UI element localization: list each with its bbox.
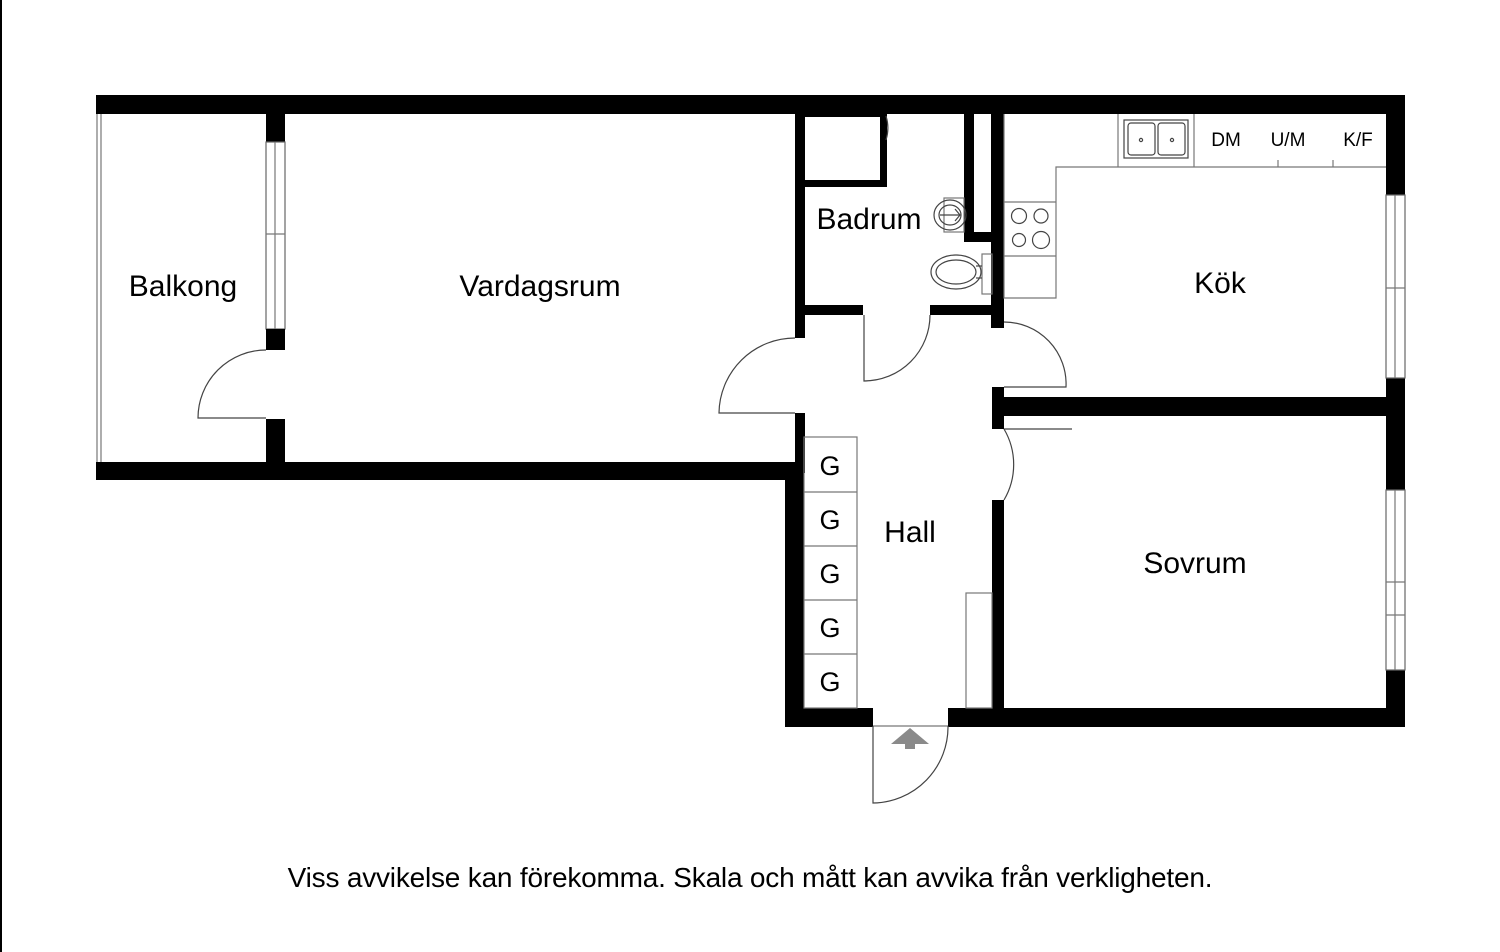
appliance-label-oven-microwave: U/M (1271, 130, 1306, 151)
room-label-balkong: Balkong (129, 270, 237, 303)
entrance-arrow-icon (891, 728, 929, 749)
kitchen-bedroom-wall (992, 397, 1405, 416)
toilet-icon (930, 253, 993, 295)
room-label-vardagsrum: Vardagsrum (459, 270, 620, 303)
wardrobe-label: G (819, 505, 840, 535)
living-room-walls (718, 114, 805, 414)
room-label-kok: Kök (1194, 267, 1247, 300)
wardrobe-label: G (819, 451, 840, 481)
wardrobe-label: G (819, 667, 840, 697)
entrance-door (872, 725, 949, 804)
bedroom (992, 416, 1406, 710)
stove-icon (1010, 207, 1051, 250)
wardrobe-label: G (819, 559, 840, 589)
disclaimer-text: Viss avvikelse kan förekomma. Skala och … (287, 862, 1213, 893)
balcony (96, 114, 286, 464)
appliance-label-dishwasher: DM (1211, 130, 1241, 151)
page-border (0, 0, 2, 952)
wardrobe-label: G (819, 613, 840, 643)
room-label-sovrum: Sovrum (1143, 547, 1246, 580)
hall-wardrobes: G G G G G (803, 436, 993, 709)
appliance-label-fridge-freezer: K/F (1343, 130, 1373, 151)
exterior-walls (96, 95, 1405, 727)
sink-icon (933, 197, 967, 233)
kitchen (991, 114, 1406, 415)
kitchen-sink-icon (1123, 119, 1189, 159)
room-label-badrum: Badrum (816, 203, 921, 236)
room-label-hall: Hall (884, 516, 936, 549)
bathroom (805, 114, 1004, 382)
